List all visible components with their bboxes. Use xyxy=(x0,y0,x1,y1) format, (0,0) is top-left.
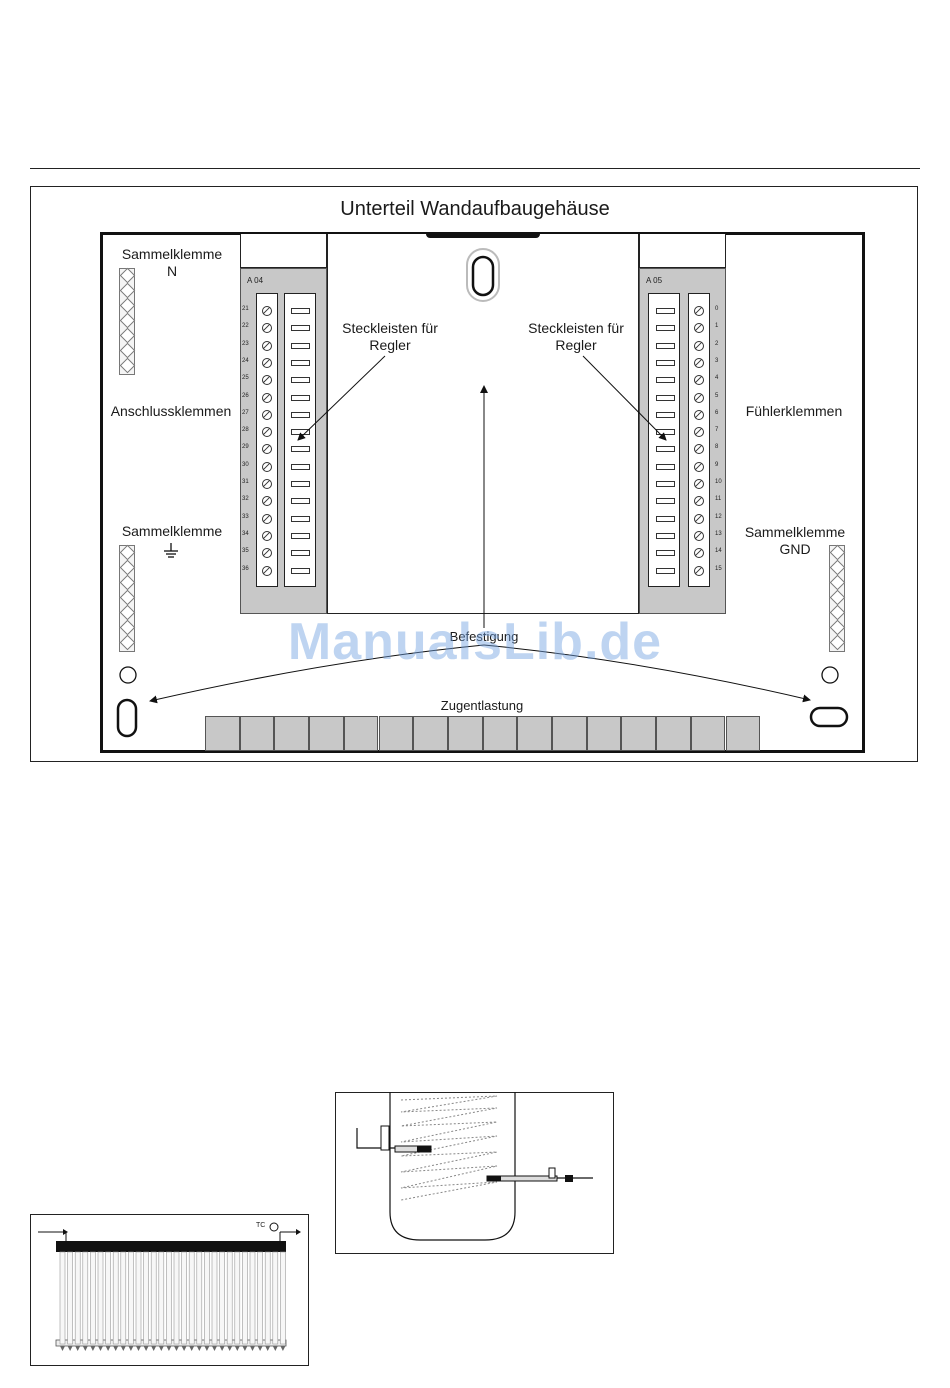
vacuum-tube xyxy=(151,1252,156,1344)
vacuum-tube xyxy=(159,1252,164,1344)
vacuum-tube xyxy=(212,1252,217,1344)
tube-tip xyxy=(136,1346,141,1351)
tube-tip xyxy=(166,1346,171,1351)
tube-tip xyxy=(159,1346,164,1351)
vacuum-tube xyxy=(174,1252,179,1344)
tube-tip xyxy=(189,1346,194,1351)
vacuum-tube xyxy=(250,1252,255,1344)
tube-tip xyxy=(113,1346,118,1351)
vacuum-tube xyxy=(189,1252,194,1344)
vacuum-tube xyxy=(60,1252,65,1344)
tube-tip xyxy=(235,1346,240,1351)
vacuum-tube xyxy=(136,1252,141,1344)
vacuum-tube xyxy=(242,1252,247,1344)
vacuum-tube xyxy=(106,1252,111,1344)
tube-tip xyxy=(90,1346,95,1351)
collector-drawing xyxy=(30,1214,309,1366)
vacuum-tube xyxy=(204,1252,209,1344)
vacuum-tube xyxy=(227,1252,232,1344)
vacuum-tube xyxy=(220,1252,225,1344)
vacuum-tube xyxy=(98,1252,103,1344)
tube-tip xyxy=(273,1346,278,1351)
tube-tip xyxy=(60,1346,65,1351)
tc-label: TC xyxy=(256,1222,265,1229)
tube-tip xyxy=(212,1346,217,1351)
tube-tip xyxy=(121,1346,126,1351)
left-mounting-slot xyxy=(118,700,136,736)
vacuum-tube xyxy=(128,1252,133,1344)
tube-tip xyxy=(68,1346,73,1351)
vacuum-tube xyxy=(166,1252,171,1344)
tube-tip xyxy=(106,1346,111,1351)
watermark: ManualsLib.de xyxy=(0,612,950,672)
tube-tip xyxy=(250,1346,255,1351)
ground-icon xyxy=(164,543,178,557)
tank-drawing xyxy=(335,1092,614,1254)
tube-tip xyxy=(204,1346,209,1351)
tube-tip xyxy=(174,1346,179,1351)
tube-tip xyxy=(258,1346,263,1351)
vacuum-tube xyxy=(75,1252,80,1344)
tube-tip xyxy=(128,1346,133,1351)
arrow-stecker-right xyxy=(583,356,666,440)
vacuum-tube xyxy=(144,1252,149,1344)
right-mounting-slot xyxy=(811,708,847,726)
vacuum-tube xyxy=(197,1252,202,1344)
vacuum-tube xyxy=(68,1252,73,1344)
vacuum-tube xyxy=(90,1252,95,1344)
tube-tip xyxy=(75,1346,80,1351)
top-mounting-slot xyxy=(467,249,499,301)
tube-tip xyxy=(144,1346,149,1351)
tube-tip xyxy=(280,1346,285,1351)
vacuum-tube xyxy=(182,1252,187,1344)
vacuum-tube xyxy=(235,1252,240,1344)
arrow-stecker-left xyxy=(298,356,385,440)
tube-tip xyxy=(98,1346,103,1351)
tube-tip xyxy=(220,1346,225,1351)
vacuum-tube xyxy=(258,1252,263,1344)
vacuum-tube xyxy=(280,1252,285,1344)
tube-tip xyxy=(227,1346,232,1351)
tube-tip xyxy=(182,1346,187,1351)
vacuum-tube xyxy=(265,1252,270,1344)
vacuum-tube xyxy=(121,1252,126,1344)
vacuum-tube xyxy=(113,1252,118,1344)
tube-tip xyxy=(265,1346,270,1351)
tube-tip xyxy=(83,1346,88,1351)
tube-tip xyxy=(151,1346,156,1351)
tube-tip xyxy=(197,1346,202,1351)
tube-tip xyxy=(242,1346,247,1351)
vacuum-tube xyxy=(83,1252,88,1344)
vacuum-tube xyxy=(273,1252,278,1344)
